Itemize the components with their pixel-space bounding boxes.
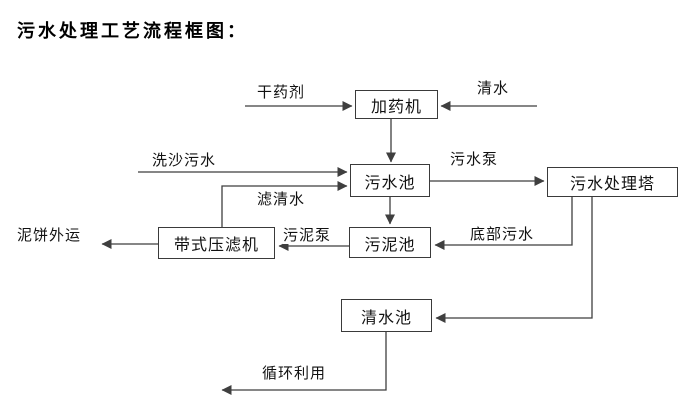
label-filtered-clean-water: 滤清水 bbox=[257, 190, 306, 208]
node-dosing-machine: 加药机 bbox=[355, 90, 438, 119]
label-sewage-pump: 污水泵 bbox=[450, 150, 499, 168]
label-sand-washing-sewage: 洗沙污水 bbox=[152, 151, 217, 169]
node-belt-filter-press: 带式压滤机 bbox=[158, 227, 275, 259]
arrow-bottom-sewage-to-sludge-pool bbox=[434, 197, 573, 250]
arrow-tower-to-clean-water-pool bbox=[435, 197, 593, 323]
node-sludge-pool: 污泥池 bbox=[349, 227, 431, 258]
page-title: 污水处理工艺流程框图： bbox=[17, 21, 248, 42]
node-sewage-pool: 污水池 bbox=[350, 164, 430, 197]
label-clean-water-in: 清水 bbox=[477, 79, 510, 97]
label-recycling-use: 循环利用 bbox=[262, 364, 327, 382]
label-bottom-sewage: 底部污水 bbox=[470, 225, 535, 243]
node-clean-water-pool: 清水池 bbox=[341, 299, 432, 332]
arrow-filtered-water-to-sewage-pool bbox=[221, 181, 348, 227]
arrow-clean-pool-to-recycle bbox=[221, 332, 387, 395]
label-sludge-pump: 污泥泵 bbox=[283, 226, 332, 244]
label-dry-agent: 干药剂 bbox=[257, 83, 306, 101]
node-treatment-tower: 污水处理塔 bbox=[547, 167, 678, 197]
label-mud-cake-transport: 泥饼外运 bbox=[17, 226, 82, 244]
